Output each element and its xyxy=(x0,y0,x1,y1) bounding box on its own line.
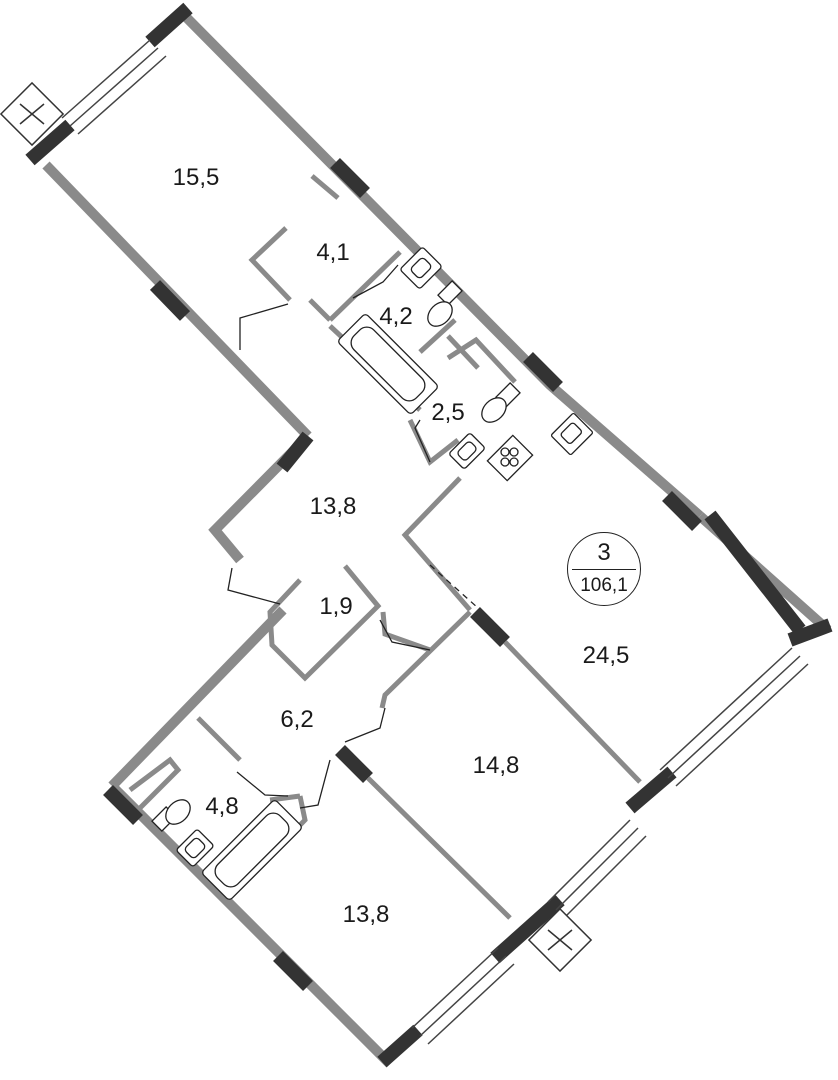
column-upper-mid xyxy=(330,158,370,198)
toilet-bottom-icon xyxy=(151,799,191,832)
column-left-wing xyxy=(149,280,191,321)
wall-hall-left xyxy=(208,432,312,564)
column-top xyxy=(145,2,193,48)
windows xyxy=(61,39,809,1045)
ac-unit-top xyxy=(0,81,65,147)
bathtub-bottom-icon xyxy=(202,800,302,900)
column-top-left xyxy=(25,119,75,166)
door-swings xyxy=(227,264,431,809)
wall-bottom-left xyxy=(108,782,394,1068)
column-kitchen-top xyxy=(523,352,563,392)
rooms-count: 3 xyxy=(597,539,611,566)
room-area-wc: 2,5 xyxy=(431,399,465,426)
room-area-corridor: 6,2 xyxy=(280,706,314,733)
ac-unit-bottom xyxy=(527,907,593,973)
exterior-walls xyxy=(42,10,832,1068)
column-bottom xyxy=(273,951,313,991)
column-mid-bedroom xyxy=(470,607,510,647)
room-area-bathroom-bottom: 4,8 xyxy=(205,793,239,820)
room-area-storage: 1,9 xyxy=(319,593,353,620)
room-area-bathroom-top: 4,2 xyxy=(379,303,413,330)
column-corner-right-b xyxy=(787,618,833,647)
column-balcony-lower xyxy=(490,894,565,964)
apartment-summary-badge: 3 106,1 xyxy=(567,532,641,606)
wall-lower-left xyxy=(108,606,287,790)
room-area-bedroom-bottom: 13,8 xyxy=(342,901,390,928)
column-bottom-tip xyxy=(377,1024,423,1068)
column-kitchen-right xyxy=(662,491,702,531)
badge-divider xyxy=(572,569,636,570)
bathtub-top-icon xyxy=(338,314,438,414)
wall-top-wing-upper xyxy=(179,10,704,520)
sink-top-icon xyxy=(400,247,442,289)
toilet-top-icon xyxy=(427,280,463,327)
sink-wc-icon xyxy=(449,433,485,469)
column-balcony-mid xyxy=(625,766,677,814)
stove-icon xyxy=(486,434,534,482)
room-area-kitchen-living: 24,5 xyxy=(582,642,630,669)
sink-bottom-icon xyxy=(176,829,214,867)
column-lower xyxy=(335,745,373,783)
column-hall xyxy=(276,431,314,473)
room-area-wardrobe-top: 4,1 xyxy=(316,239,350,266)
room-area-hall: 13,8 xyxy=(309,493,357,520)
sink-kitchen-icon xyxy=(550,412,594,456)
kitchen-zone-divider xyxy=(429,564,479,609)
toilet-wc-icon xyxy=(481,382,521,423)
column-corner-right-a xyxy=(704,510,806,635)
column-bottom-left xyxy=(103,785,143,825)
total-area: 106,1 xyxy=(580,575,628,596)
room-area-bedroom-top: 15,5 xyxy=(172,164,220,191)
room-area-bedroom-middle: 14,8 xyxy=(472,752,520,779)
dark-wall-segments xyxy=(25,2,833,1068)
